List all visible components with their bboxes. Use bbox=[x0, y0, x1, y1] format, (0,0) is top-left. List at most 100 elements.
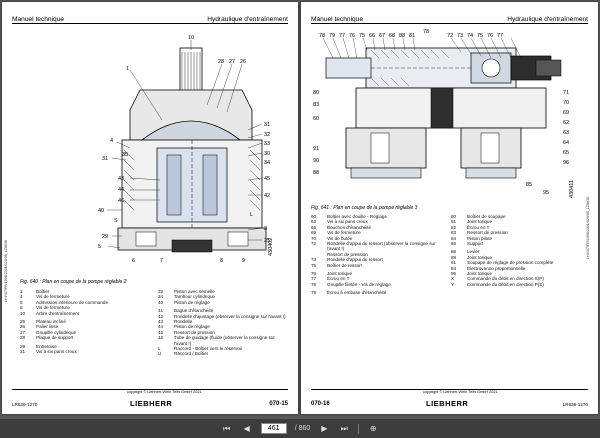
right-page: Manuel technique Hydraulique d'entraînem… bbox=[301, 2, 598, 414]
callout-S: S bbox=[114, 218, 118, 224]
callout-31: 31 bbox=[264, 122, 270, 128]
doc-reference: LR636-1270 bbox=[12, 402, 38, 407]
legend-text: Vis à six pans creux bbox=[327, 219, 368, 225]
copyright: copyright © Liebherr-Werk Telfs GmbH 202… bbox=[423, 390, 498, 394]
legend-text: Rondelle d'ajustage (observer la consign… bbox=[174, 313, 286, 319]
callout-left-91: 91 bbox=[313, 146, 319, 152]
next-page-icon[interactable]: ▶ bbox=[321, 424, 328, 433]
legend-text: Soupape de réglage de pression complète bbox=[467, 260, 554, 266]
callout-top-88: 88 bbox=[399, 33, 405, 39]
legend-number: 43 bbox=[158, 319, 164, 325]
legend-text: Vis de fermeture bbox=[327, 230, 361, 236]
legend-text: Raccord / Boîtier bbox=[174, 351, 209, 357]
callout-left-60: 60 bbox=[313, 116, 319, 122]
header-rule bbox=[12, 23, 288, 24]
callout-42: 42 bbox=[264, 193, 270, 199]
legend-number: Y bbox=[451, 281, 455, 287]
legend-text: Boîtier de soupape bbox=[467, 214, 506, 219]
total-pages: / 860 bbox=[294, 425, 311, 432]
page-number-input[interactable] bbox=[260, 423, 287, 434]
last-page-icon[interactable]: ⏭ bbox=[340, 423, 348, 433]
callout-top-76b: 76 bbox=[487, 33, 493, 39]
callout-top-73: 73 bbox=[457, 33, 463, 39]
callout-7: 7 bbox=[160, 258, 163, 264]
callout-left-90: 90 bbox=[313, 158, 319, 164]
legend-number: 31 bbox=[20, 349, 26, 355]
callout-left-88: 88 bbox=[313, 170, 319, 176]
callout-29: 29 bbox=[102, 234, 108, 240]
legend-text: Palier lisse bbox=[36, 324, 59, 330]
footer-rule bbox=[311, 389, 588, 390]
legend-text: Ressort de pression bbox=[174, 329, 215, 335]
callout-right-65: 65 bbox=[563, 150, 569, 156]
zoom-in-icon[interactable]: ⊕ bbox=[369, 424, 377, 433]
legend-text: Plateau incliné bbox=[36, 319, 66, 325]
figure-code: 430411 bbox=[569, 180, 575, 198]
first-page-icon[interactable]: ⏮ bbox=[223, 423, 231, 433]
legend-number: 86 bbox=[451, 249, 457, 255]
pump-cross-section-drawing: 10 1 28 27 26 4 31 32 33 31 30 35 34 45 … bbox=[98, 35, 274, 264]
legend-number: 41 bbox=[158, 308, 164, 314]
legend-row: 5 Admission inférieure de commande bbox=[20, 300, 148, 305]
legend-text: Bague d'étanchéité bbox=[174, 308, 214, 314]
legend-row: 25 Plateau incliné bbox=[20, 319, 148, 324]
legend-number: 95 bbox=[451, 271, 457, 277]
liebherr-logo: LIEBHERR bbox=[426, 399, 469, 408]
legend-number: 5 bbox=[20, 299, 23, 305]
header-left: Manuel technique bbox=[12, 16, 65, 23]
callout-30: 30 bbox=[264, 151, 270, 157]
legend-number: 84 bbox=[451, 235, 457, 241]
legend-number: 1 bbox=[20, 289, 23, 294]
legend-text: Boîtier bbox=[36, 289, 50, 294]
legend-number: 29 bbox=[20, 343, 26, 349]
callout-top-77b: 77 bbox=[497, 33, 503, 39]
legend-number: 25 bbox=[20, 319, 26, 325]
callout-44: 44 bbox=[118, 187, 124, 193]
callout-top-77: 77 bbox=[339, 33, 345, 39]
header-left: Manuel technique bbox=[311, 16, 364, 23]
legend-number: 42 bbox=[158, 313, 164, 319]
legend-number: 83 bbox=[451, 230, 457, 236]
legend-text: Écrou à embase d'étanchéité bbox=[327, 290, 387, 296]
callout-top-68: 68 bbox=[389, 33, 395, 39]
legend-number: 81 bbox=[451, 219, 457, 225]
legend-number: 46 bbox=[158, 335, 164, 341]
header-right: Hydraulique d'entraînement bbox=[507, 16, 588, 23]
figure-pump-section-2: 10 1 28 27 26 4 31 32 33 31 30 35 34 45 … bbox=[22, 30, 282, 270]
legend-number: 4 bbox=[20, 294, 23, 300]
previous-page-icon[interactable]: ◀ bbox=[243, 424, 250, 433]
legend-text: Piston de réglage bbox=[174, 299, 210, 305]
page-number: 070-16 bbox=[311, 401, 330, 407]
legend-number: 82 bbox=[451, 224, 457, 230]
figure-code: 430402 bbox=[268, 238, 274, 256]
legend-text: Rondelle d'appui du ressort (observer la… bbox=[327, 241, 436, 252]
callout-28: 28 bbox=[218, 59, 224, 65]
side-reference: LHY/07/FR/1008/2301/020/08_LZ8636 bbox=[4, 240, 8, 302]
left-page: Manuel technique Hydraulique d'entraînem… bbox=[2, 2, 298, 414]
callout-right-95: 95 bbox=[543, 190, 549, 196]
legend-number: U bbox=[158, 351, 162, 357]
header: Manuel technique Hydraulique d'entraînem… bbox=[12, 9, 288, 23]
header-right: Hydraulique d'entraînement bbox=[207, 16, 288, 23]
legend-text: Joint torique bbox=[327, 271, 353, 277]
legend-text: Tube de guidage (fluide (observer la con… bbox=[174, 335, 275, 346]
callout-top-67: 67 bbox=[379, 33, 385, 39]
legend-number: 70 bbox=[311, 235, 317, 241]
callout-3: 3 bbox=[264, 226, 267, 232]
legend-text: Admission inférieure de commande bbox=[36, 299, 109, 305]
callout-32: 32 bbox=[264, 132, 270, 138]
callout-1: 1 bbox=[126, 66, 129, 72]
callout-top-79: 79 bbox=[329, 33, 335, 39]
legend-text: Boîtier de ressort bbox=[327, 262, 362, 268]
